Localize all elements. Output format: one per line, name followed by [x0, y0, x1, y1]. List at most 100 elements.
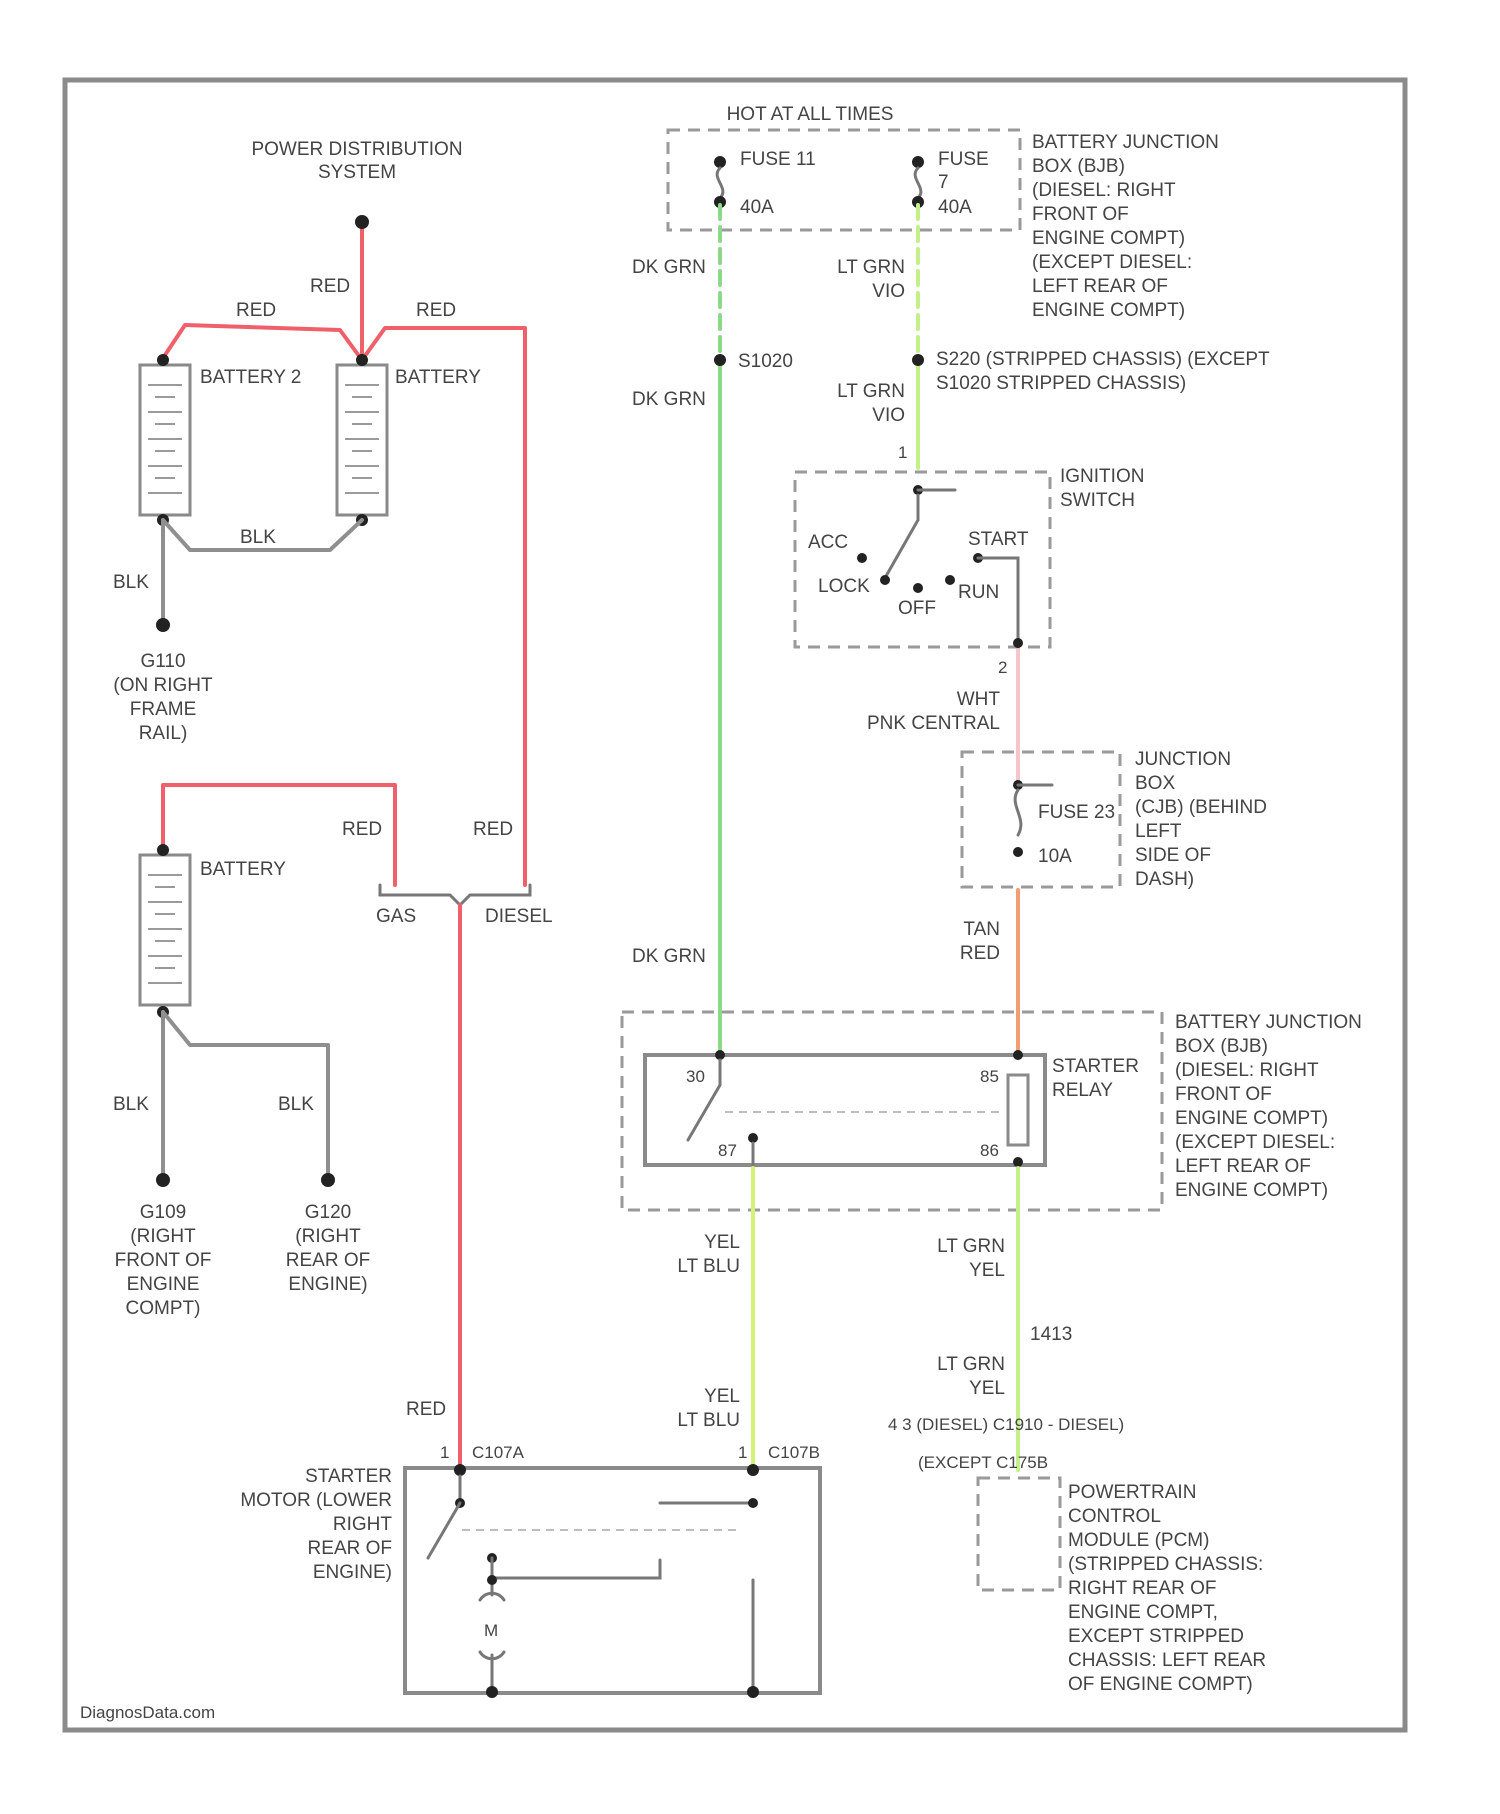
starter-field-node [487, 1575, 497, 1585]
relay-pin-86-node [1013, 1157, 1023, 1167]
fuse-7-label-2: 7 [938, 172, 949, 193]
ground-g109-node [156, 1173, 170, 1187]
relay-bjb-line-3: (DIESEL: RIGHT [1175, 1060, 1319, 1081]
ground-g109-label-4: ENGINE [127, 1274, 200, 1295]
lt-grn-vio-label-2b: VIO [872, 405, 905, 426]
lt-grn-vio-label-2: LT GRN [837, 381, 905, 402]
ignition-bottom-node [1013, 638, 1023, 648]
ground-g110-label: G110 [140, 651, 185, 672]
dk-grn-label-2: DK GRN [632, 389, 706, 410]
splice-s220-node [912, 354, 924, 366]
blk-label-a: BLK [113, 1094, 149, 1115]
starter-label-line-4: REAR OF [308, 1538, 392, 1559]
relay-coil [1008, 1075, 1028, 1145]
dk-grn-label-3: DK GRN [632, 946, 706, 967]
c107a-pin: 1 [440, 1443, 449, 1462]
fuse-7-top-node [912, 156, 924, 168]
ground-g120-node [321, 1173, 335, 1187]
battery-1-pos-node [356, 354, 368, 366]
yel-ltblu-label-2b: LT BLU [677, 1410, 740, 1431]
power-distribution-label: POWER DISTRIBUTION [251, 139, 462, 160]
cjb-label-line-5: SIDE OF [1135, 845, 1211, 866]
relay-bjb-line-7: LEFT REAR OF [1175, 1156, 1311, 1177]
battery-2-pos-node [157, 354, 169, 366]
ignition-switch-section: 1 ACC START LOCK RUN OFF IGNITION SWITCH… [795, 443, 1144, 782]
wht-label: WHT [957, 689, 1001, 710]
red-label-b: RED [473, 819, 513, 840]
c107a-label: C107A [472, 1443, 525, 1462]
starter-motor-symbol: M [484, 1621, 498, 1640]
ignition-switch-label-2: SWITCH [1060, 490, 1135, 511]
gas-diesel-selector [380, 885, 530, 905]
pcm-box [978, 1478, 1060, 1590]
ground-g110-node [156, 618, 170, 632]
ignition-lock-contact [880, 575, 890, 585]
ignition-off-contact [913, 583, 923, 593]
mid-left-battery-section: RED RED BATTERY GAS DIESEL RED BLK BLK G… [113, 785, 553, 1470]
fuse-23-symbol [1015, 790, 1021, 835]
starter-relay-section: DK GRN 30 87 85 86 STARTER RELAY BATTERY… [622, 946, 1362, 1210]
hot-at-all-times-label: HOT AT ALL TIMES [727, 104, 894, 125]
bjb-label-line-2: BOX (BJB) [1032, 156, 1125, 177]
relay-pin-87: 87 [718, 1141, 737, 1160]
bjb-label-line-7: LEFT REAR OF [1032, 276, 1168, 297]
starter-label-line-1: STARTER [305, 1466, 392, 1487]
fuse-23-label: FUSE 23 [1038, 802, 1115, 823]
blk-label-1: BLK [240, 527, 276, 548]
yel-ltblu-label-1: YEL [704, 1232, 740, 1253]
relay-bjb-line-5: ENGINE COMPT) [1175, 1108, 1328, 1129]
fuse-23-bottom-node [1013, 847, 1023, 857]
c107b-pin: 1 [738, 1443, 747, 1462]
ground-g120-label-2: (RIGHT [295, 1226, 361, 1247]
bjb-label-line-6: (EXCEPT DIESEL: [1032, 252, 1192, 273]
pnk-central-label: PNK CENTRAL [867, 713, 1000, 734]
ground-g110-label-3: FRAME [130, 699, 197, 720]
yel-ltblu-label-2: YEL [704, 1386, 740, 1407]
pcm-location-label: POWERTRAIN CONTROL MODULE (PCM) (STRIPPE… [1068, 1482, 1266, 1695]
ground-g109-label-3: FRONT OF [115, 1250, 212, 1271]
junction-box-section: FUSE 23 10A JUNCTION BOX (CJB) (BEHIND L… [960, 749, 1267, 1052]
relay-contact-blade [688, 1085, 720, 1140]
pcm-label-line-8: CHASSIS: LEFT REAR [1068, 1650, 1266, 1671]
pcm-label-line-6: ENGINE COMPT, [1068, 1602, 1218, 1623]
lt-grn-vio-label-1b: VIO [872, 281, 905, 302]
ignition-switch-label: IGNITION [1060, 466, 1144, 487]
pcm-connector-diesel: 4 3 (DIESEL) C1910 - DIESEL) [888, 1415, 1124, 1434]
pcm-label-line-9: OF ENGINE COMPT) [1068, 1674, 1253, 1695]
diesel-label: DIESEL [485, 906, 553, 927]
ltgrn-yel-label-2: LT GRN [937, 1354, 1005, 1375]
splice-note-2: S1020 STRIPPED CHASSIS) [936, 373, 1186, 394]
ignition-pin-1: 1 [898, 443, 907, 462]
battery-pos-node [157, 844, 169, 856]
pcm-label-line-2: CONTROL [1068, 1506, 1161, 1527]
cjb-label-line-6: DASH) [1135, 869, 1194, 890]
starter-label-line-3: RIGHT [333, 1514, 393, 1535]
cjb-label-line-1: JUNCTION [1135, 749, 1231, 770]
splice-s1020-node [714, 354, 726, 366]
pcm-label-line-7: EXCEPT STRIPPED [1068, 1626, 1244, 1647]
relay-bjb-box [622, 1012, 1162, 1210]
circuit-1413-label: 1413 [1030, 1324, 1072, 1345]
ignition-acc-label: ACC [808, 532, 848, 553]
relay-pin-30: 30 [686, 1067, 705, 1086]
battery-2-label: BATTERY 2 [200, 367, 301, 388]
pcm-label-line-3: MODULE (PCM) [1068, 1530, 1209, 1551]
splice-note-1: S220 (STRIPPED CHASSIS) (EXCEPT [936, 349, 1270, 370]
starter-solenoid-blade [428, 1503, 460, 1558]
ground-g120-label-3: REAR OF [286, 1250, 370, 1271]
ground-g120-label-4: ENGINE) [288, 1274, 367, 1295]
starter-b-plus-node [454, 1464, 466, 1476]
tan-label: TAN [963, 919, 1000, 940]
fuse-7-rating: 40A [938, 197, 972, 218]
ground-g109-label-2: (RIGHT [130, 1226, 196, 1247]
c107b-label: C107B [768, 1443, 820, 1462]
fuse-23-rating: 10A [1038, 846, 1072, 867]
ltgrn-yel-label-1: LT GRN [937, 1236, 1005, 1257]
power-dist-node [355, 215, 369, 229]
ignition-acc-contact [857, 553, 867, 563]
bjb-label-line-3: (DIESEL: RIGHT [1032, 180, 1176, 201]
starter-label-line-2: MOTOR (LOWER [240, 1490, 392, 1511]
ignition-off-label: OFF [898, 598, 936, 619]
starter-solenoid-node [748, 1498, 758, 1508]
